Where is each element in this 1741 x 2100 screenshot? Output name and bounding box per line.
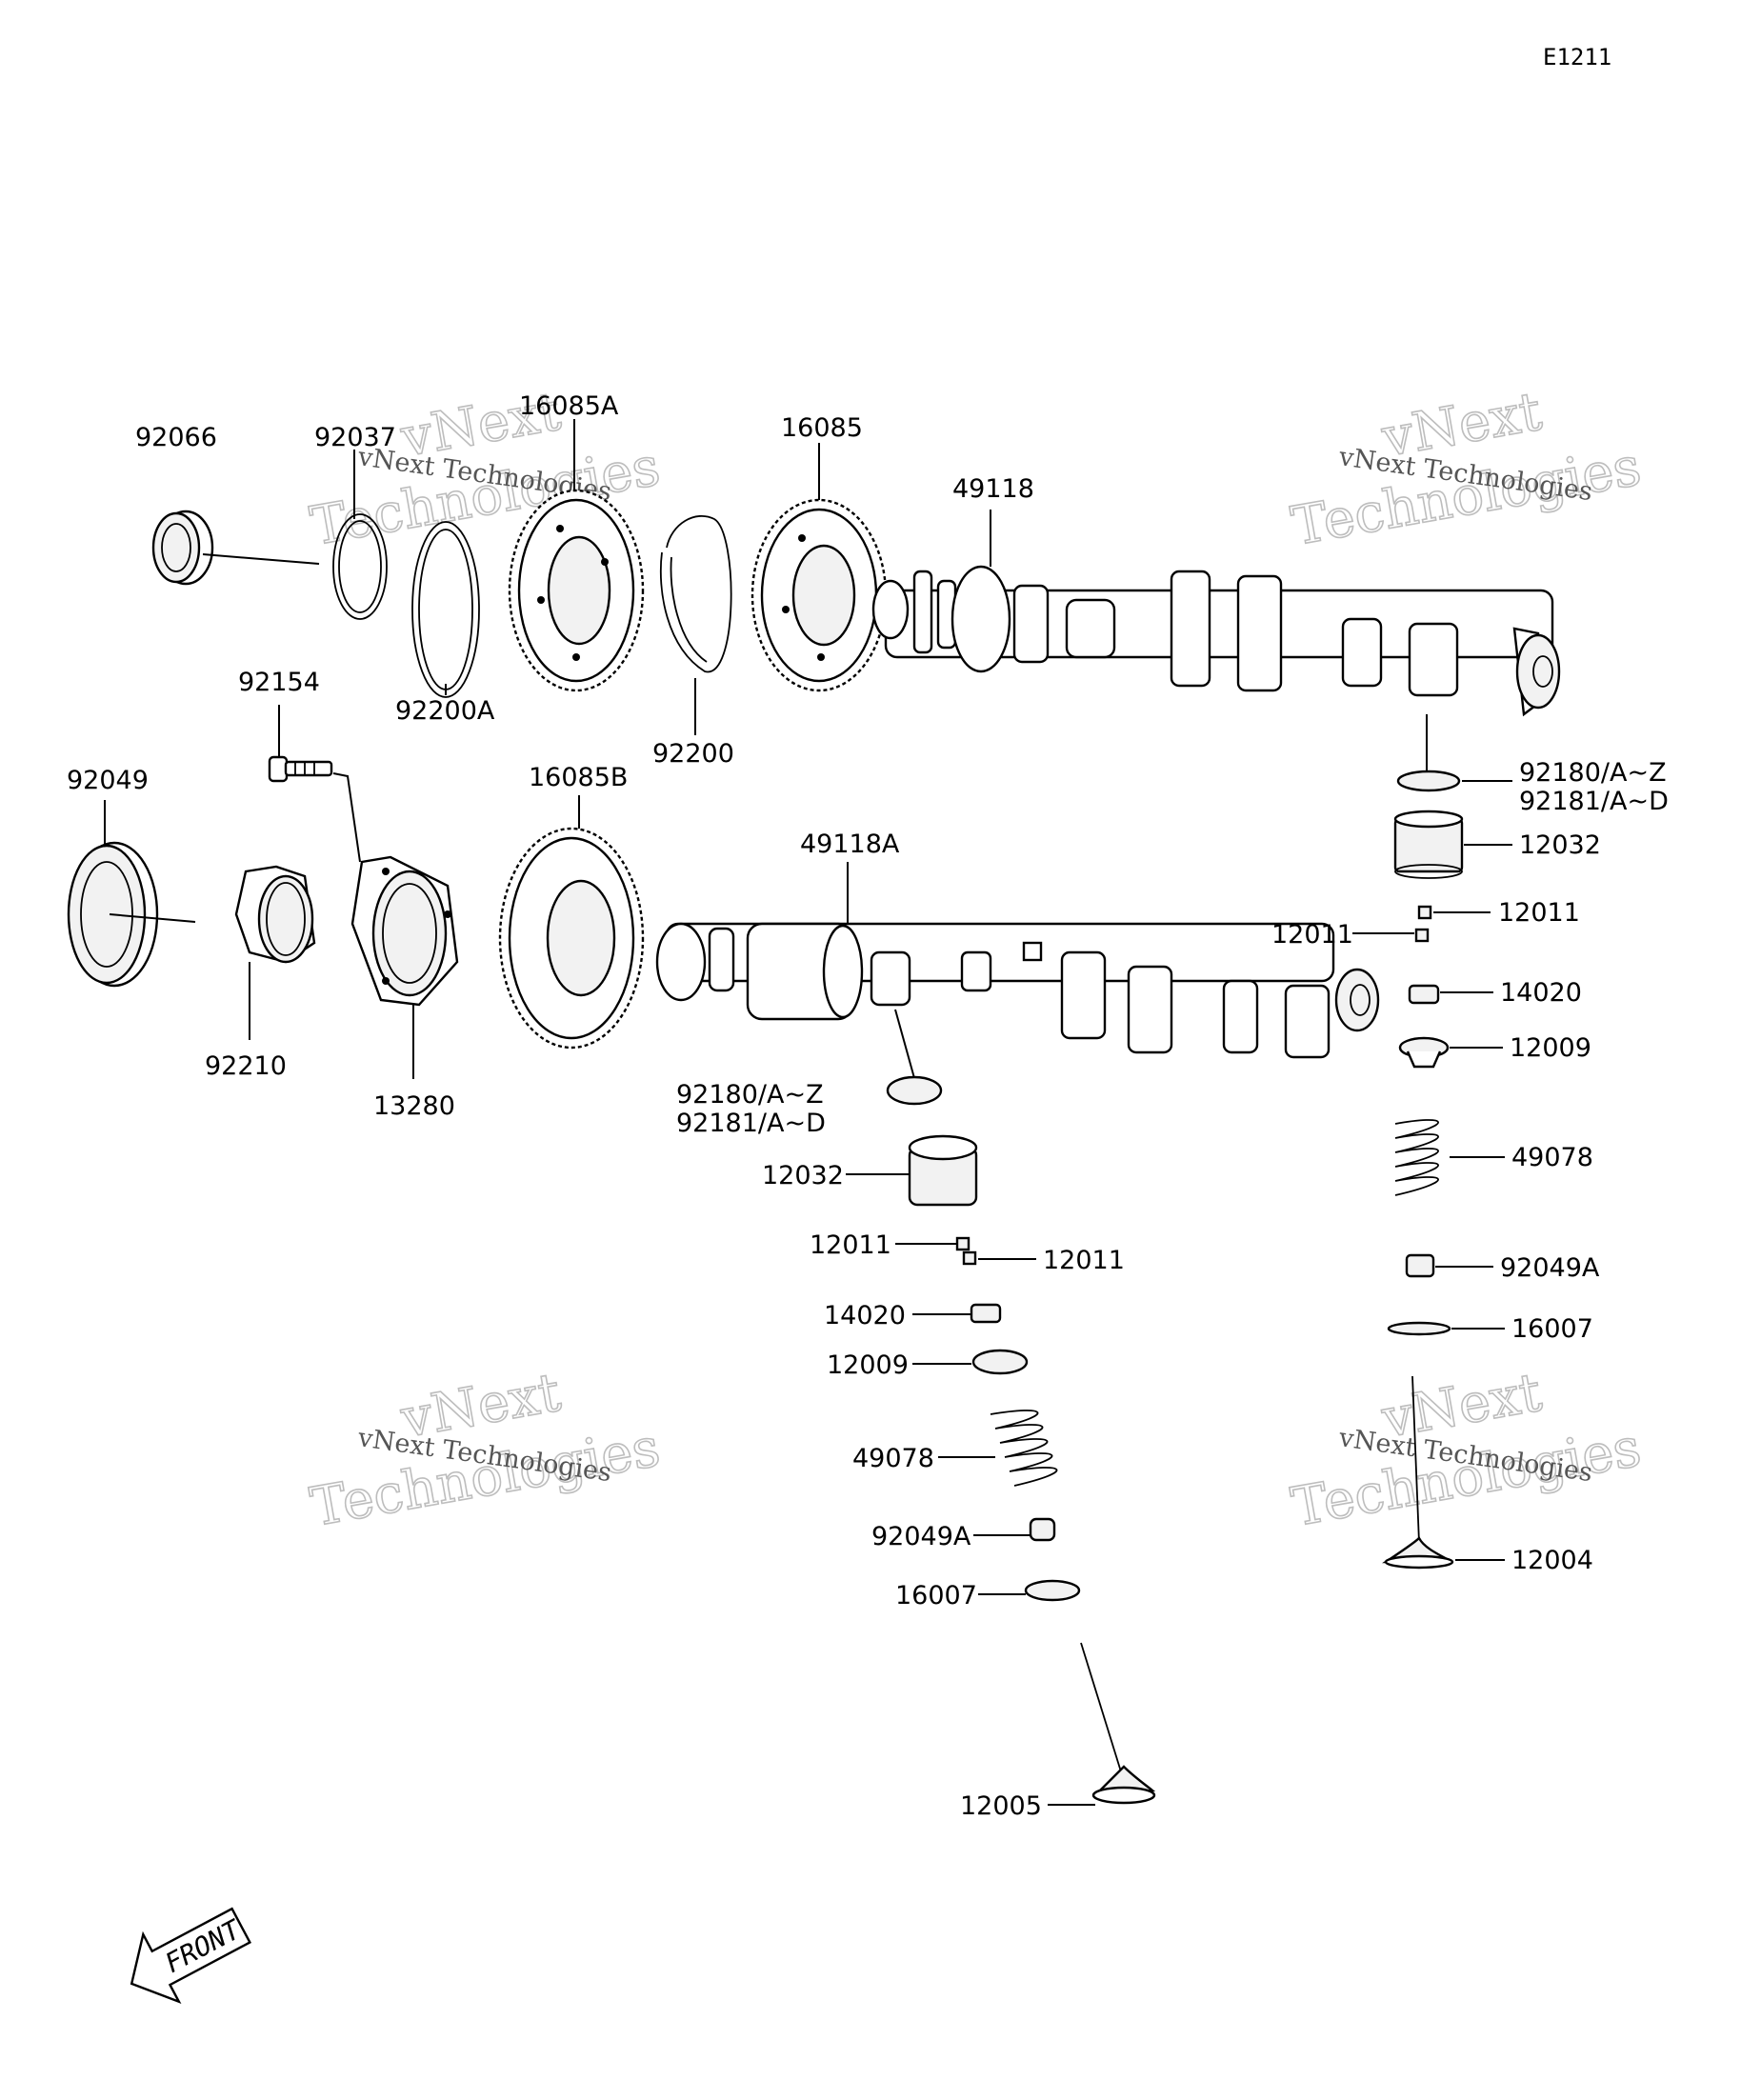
cotter-center — [895, 1236, 1036, 1266]
nut-92210 — [234, 865, 316, 1040]
stem-seal-b-center — [973, 1517, 1056, 1542]
label-92181-right: 92181/A~D — [1519, 787, 1669, 816]
label-16085B: 16085B — [529, 763, 628, 792]
label-12005-center: 12005 — [960, 1791, 1042, 1821]
valve-center — [1048, 1642, 1156, 1806]
label-92210: 92210 — [205, 1051, 287, 1081]
gear-16085 — [750, 443, 888, 692]
shim-center — [886, 1075, 943, 1106]
label-12004-right: 12004 — [1511, 1546, 1593, 1575]
label-49118A: 49118A — [800, 830, 900, 859]
stem-seal-center — [912, 1303, 1002, 1324]
oil-seal-92066 — [151, 510, 320, 586]
label-92049A-center: 92049A — [871, 1522, 971, 1551]
label-92154: 92154 — [238, 668, 320, 697]
label-92066: 92066 — [135, 423, 217, 452]
seat-center — [978, 1579, 1081, 1602]
label-92180-right: 92180/A~Z — [1519, 758, 1667, 788]
cotter-right — [1352, 905, 1491, 943]
label-12032-center: 12032 — [762, 1161, 844, 1190]
label-49118: 49118 — [952, 474, 1034, 504]
label-13280: 13280 — [373, 1091, 455, 1121]
label-92049: 92049 — [67, 766, 149, 795]
label-12032-right: 12032 — [1519, 830, 1601, 860]
shim-right — [1396, 770, 1512, 792]
label-14020-center: 14020 — [824, 1301, 906, 1330]
holder-13280 — [350, 855, 459, 1079]
camshaft-49118A — [655, 862, 1380, 1079]
label-12009-center: 12009 — [827, 1350, 909, 1380]
label-12011-right-a: 12011 — [1498, 898, 1580, 928]
label-49078-center: 49078 — [852, 1444, 934, 1473]
retainer-right — [1398, 1036, 1503, 1069]
label-92180-center: 92180/A~Z — [676, 1080, 824, 1110]
label-92181-center: 92181/A~D — [676, 1109, 826, 1138]
camshaft-49118 — [871, 510, 1561, 717]
circlip-92037 — [332, 450, 388, 620]
retainer-center — [912, 1349, 1029, 1375]
label-16007-right: 16007 — [1511, 1314, 1593, 1344]
label-12011-right-b: 12011 — [1271, 920, 1353, 950]
snap-ring-92200 — [659, 514, 732, 735]
label-92200A: 92200A — [395, 696, 495, 726]
label-12009-right: 12009 — [1510, 1033, 1591, 1063]
label-14020-right: 14020 — [1500, 978, 1582, 1008]
bolt-92154 — [268, 705, 361, 863]
gear-16085B — [498, 795, 645, 1050]
label-12011-center-b: 12011 — [1043, 1246, 1125, 1275]
front-arrow-icon: FRONT — [130, 1907, 251, 2005]
label-16085A: 16085A — [519, 391, 619, 421]
label-16007-center: 16007 — [895, 1581, 977, 1610]
spring-center — [938, 1410, 1058, 1487]
spring-right — [1394, 1119, 1505, 1196]
label-92200: 92200 — [652, 739, 734, 769]
stem-seal-right — [1408, 984, 1493, 1005]
diagram-code: E1211 — [1543, 44, 1611, 70]
tappet-center — [846, 1134, 978, 1207]
gear-16085A — [508, 419, 645, 692]
stem-seal-b-right — [1405, 1253, 1493, 1278]
label-49078-right: 49078 — [1511, 1143, 1593, 1172]
ring-92200A — [411, 521, 480, 698]
seat-right — [1387, 1321, 1505, 1336]
valve-right — [1382, 1375, 1505, 1570]
label-92037: 92037 — [314, 423, 396, 452]
label-12011-center-a: 12011 — [810, 1230, 891, 1260]
label-16085: 16085 — [781, 413, 863, 443]
label-92049A-right: 92049A — [1500, 1253, 1600, 1283]
tappet-right — [1393, 810, 1512, 879]
oil-seal-92049 — [67, 800, 196, 988]
